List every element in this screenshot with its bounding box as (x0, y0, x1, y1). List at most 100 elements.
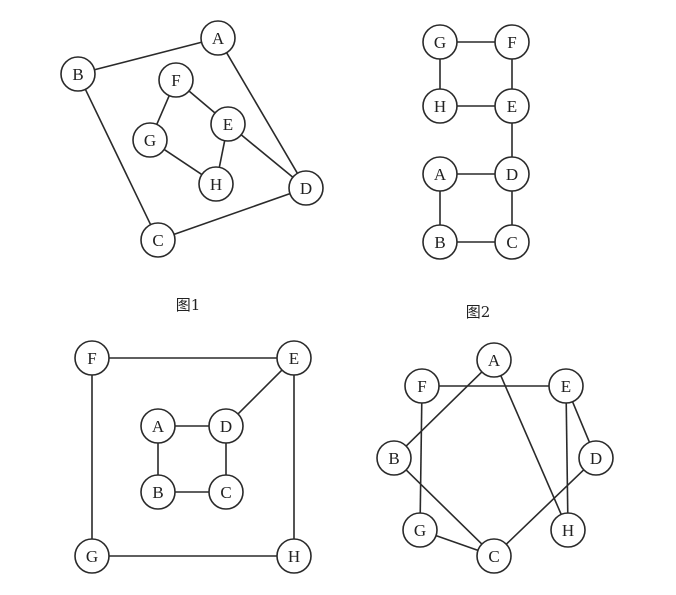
node-A: A (140, 408, 176, 444)
edge-C-D (173, 192, 291, 236)
node-circle (422, 24, 458, 60)
node-label: B (434, 233, 445, 252)
edge-E-D (571, 401, 591, 443)
node-E: E (494, 88, 530, 124)
node-circle (60, 56, 96, 92)
figure-1: A B C D E F G H (60, 20, 324, 258)
node-C: C (476, 538, 512, 574)
edge-B-C (84, 88, 152, 226)
node-circle (494, 88, 530, 124)
edge-A-H (500, 375, 562, 515)
figure-2-caption: 图2 (466, 303, 491, 321)
figure-1-caption: 图1 (176, 296, 201, 314)
edge-D-C (505, 469, 585, 545)
node-label: H (434, 97, 446, 116)
node-label: A (212, 29, 225, 48)
node-label: B (388, 449, 399, 468)
node-F: F (158, 62, 194, 98)
node-label: E (223, 115, 233, 134)
node-circle (210, 106, 246, 142)
node-circle (476, 342, 512, 378)
node-B: B (140, 474, 176, 510)
node-circle (288, 170, 324, 206)
node-label: C (220, 483, 231, 502)
node-label: C (488, 547, 499, 566)
node-label: G (434, 33, 446, 52)
node-label: H (562, 521, 574, 540)
node-circle (422, 88, 458, 124)
node-circle (208, 408, 244, 444)
node-F: F (74, 340, 110, 376)
node-G: G (74, 538, 110, 574)
node-label: D (300, 179, 312, 198)
node-circle (494, 156, 530, 192)
node-G: G (402, 512, 438, 548)
node-circle (376, 440, 412, 476)
node-label: A (488, 351, 501, 370)
node-B: B (422, 224, 458, 260)
node-A: A (476, 342, 512, 378)
node-circle (550, 512, 586, 548)
node-E: E (276, 340, 312, 376)
node-circle (476, 538, 512, 574)
node-label: C (506, 233, 517, 252)
node-D: D (288, 170, 324, 206)
edge-G-H (163, 148, 203, 176)
figure-2: G F H E A D B C (422, 24, 530, 260)
node-circle (494, 24, 530, 60)
node-A: A (422, 156, 458, 192)
node-A: A (200, 20, 236, 56)
node-G: G (422, 24, 458, 60)
node-circle (74, 538, 110, 574)
node-label: F (417, 377, 426, 396)
node-D: D (494, 156, 530, 192)
node-circle (422, 224, 458, 260)
edge-H-E (218, 140, 226, 168)
node-G: G (132, 122, 168, 158)
node-circle (578, 440, 614, 476)
node-B: B (60, 56, 96, 92)
node-label: A (152, 417, 165, 436)
node-label: F (507, 33, 516, 52)
node-label: E (507, 97, 517, 116)
node-label: C (152, 231, 163, 250)
node-H: H (550, 512, 586, 548)
node-label: H (210, 175, 222, 194)
edge-B-A (94, 41, 202, 71)
node-circle (140, 408, 176, 444)
node-circle (140, 474, 176, 510)
edge-A-B (405, 371, 483, 447)
edge-A-D (225, 52, 299, 174)
node-circle (276, 538, 312, 574)
node-label: F (87, 349, 96, 368)
node-C: C (208, 474, 244, 510)
node-label: G (414, 521, 426, 540)
node-B: B (376, 440, 412, 476)
node-circle (402, 512, 438, 548)
edge-F-E (188, 90, 216, 114)
node-circle (208, 474, 244, 510)
node-label: D (506, 165, 518, 184)
node-circle (494, 224, 530, 260)
node-label: D (590, 449, 602, 468)
node-D: D (578, 440, 614, 476)
node-E: E (210, 106, 246, 142)
node-label: G (86, 547, 98, 566)
node-F: F (404, 368, 440, 404)
node-label: B (72, 65, 83, 84)
node-label: H (288, 547, 300, 566)
node-circle (140, 222, 176, 258)
edge-E-D (237, 369, 283, 415)
node-label: E (289, 349, 299, 368)
edge-F-G (156, 95, 170, 125)
node-label: F (171, 71, 180, 90)
edge-B-C (405, 469, 483, 545)
node-E: E (548, 368, 584, 404)
edge-E-H (565, 402, 569, 514)
edge-G-C (435, 534, 479, 552)
node-label: E (561, 377, 571, 396)
node-circle (548, 368, 584, 404)
edge-E-D (240, 134, 294, 178)
node-circle (276, 340, 312, 376)
